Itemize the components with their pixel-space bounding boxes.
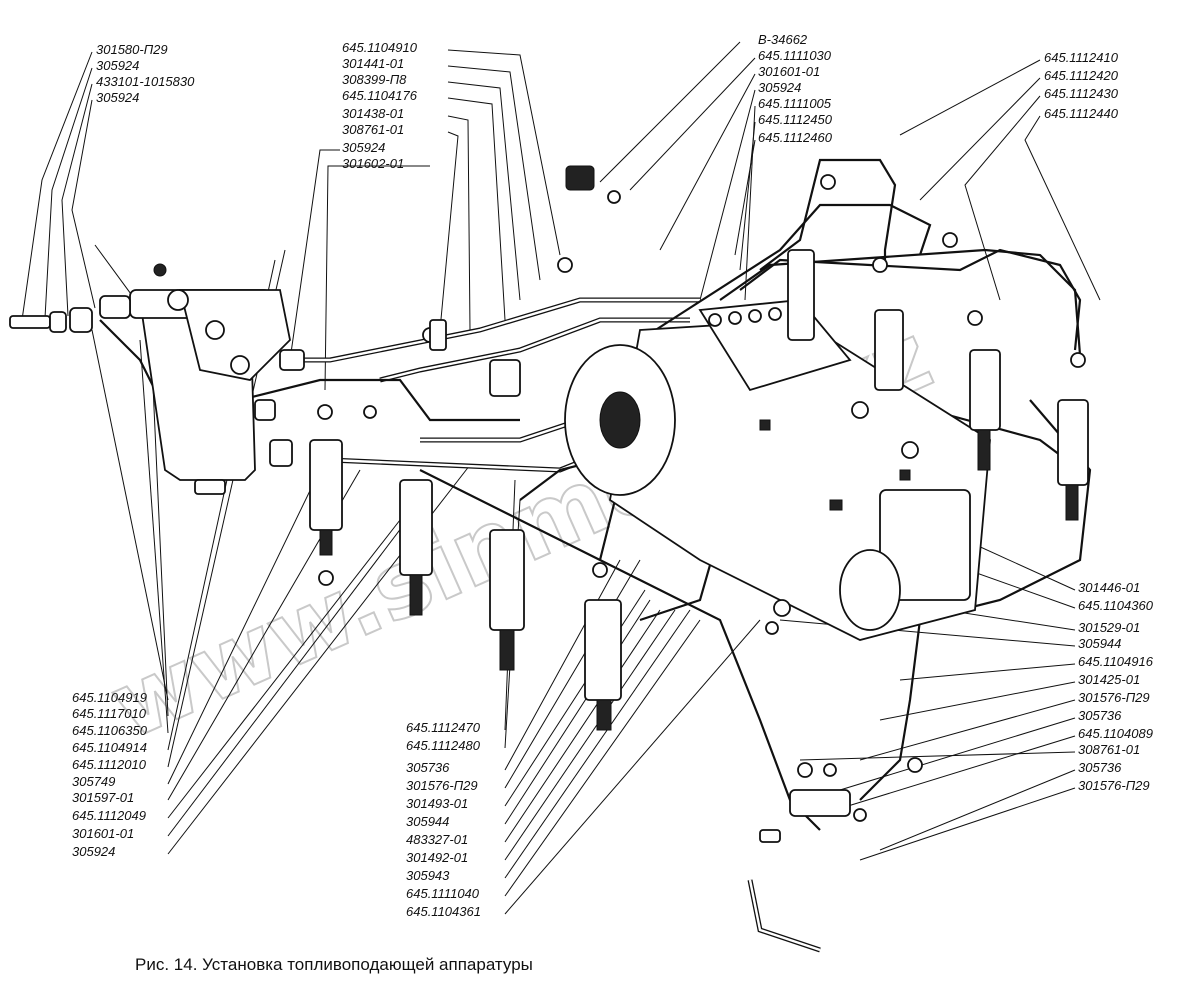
labels-top-left: 301580-П29 305924 433101-1015830 305924 bbox=[96, 42, 195, 105]
part-label: 645.1104361 bbox=[406, 904, 481, 919]
part-label: 301446-01 bbox=[1078, 580, 1140, 595]
part-label: 645.1117010 bbox=[72, 706, 147, 721]
part-label: 645.1112049 bbox=[72, 808, 146, 823]
part-label: 645.1112450 bbox=[758, 112, 833, 127]
part-label: 301441-01 bbox=[342, 56, 404, 71]
injection-pump bbox=[564, 299, 991, 641]
part-label: 305943 bbox=[406, 868, 450, 883]
part-label: 301580-П29 bbox=[96, 42, 168, 57]
labels-top-right: 645.1112410 645.1112420 645.1112430 645.… bbox=[1044, 50, 1119, 121]
part-label: 301492-01 bbox=[406, 850, 468, 865]
part-label: 433101-1015830 bbox=[96, 74, 195, 89]
part-label: 645.1104360 bbox=[1078, 598, 1154, 613]
part-label: 305736 bbox=[1078, 708, 1122, 723]
part-label: 645.1111040 bbox=[406, 886, 480, 901]
part-label: 305944 bbox=[1078, 636, 1121, 651]
part-label: 645.1104176 bbox=[342, 88, 418, 103]
part-label: 305924 bbox=[96, 90, 139, 105]
fittings bbox=[254, 165, 1086, 843]
labels-right: 301446-01 645.1104360 301529-01 305944 6… bbox=[1078, 580, 1154, 793]
part-label: 301601-01 bbox=[72, 826, 134, 841]
part-label: 645.1112440 bbox=[1044, 106, 1119, 121]
injector bbox=[399, 479, 433, 616]
part-label: 301597-01 bbox=[72, 790, 134, 805]
part-label: 308761-01 bbox=[1078, 742, 1140, 757]
part-label: 301602-01 bbox=[342, 156, 404, 171]
injector bbox=[1057, 399, 1089, 521]
part-label: 301493-01 bbox=[406, 796, 468, 811]
part-label: 305736 bbox=[1078, 760, 1122, 775]
banjo-bolts-left bbox=[9, 295, 131, 333]
part-label: 645.1112420 bbox=[1044, 68, 1119, 83]
part-label: В-34662 bbox=[758, 32, 808, 47]
part-label: 308399-П8 bbox=[342, 72, 407, 87]
labels-bottom-center: 645.1112470 645.1112480 305736 301576-П2… bbox=[406, 720, 481, 919]
injector bbox=[969, 349, 1001, 471]
injector bbox=[787, 249, 815, 341]
injector bbox=[489, 529, 525, 671]
injector bbox=[309, 439, 343, 586]
labels-bottom-left: 645.1104919 645.1117010 645.1106350 645.… bbox=[72, 690, 148, 859]
figure-caption: Рис. 14. Установка топливоподающей аппар… bbox=[135, 955, 533, 974]
part-label: 645.1104916 bbox=[1078, 654, 1154, 669]
part-label: 645.1112470 bbox=[406, 720, 481, 735]
part-label: 301438-01 bbox=[342, 106, 404, 121]
part-label: 645.1104914 bbox=[72, 740, 147, 755]
injector bbox=[584, 599, 622, 731]
part-label: 301576-П29 bbox=[1078, 690, 1150, 705]
injector bbox=[874, 309, 904, 391]
part-label: 645.1112460 bbox=[758, 130, 833, 145]
injectors bbox=[309, 249, 1089, 731]
part-label: 645.1112430 bbox=[1044, 86, 1119, 101]
part-label: 305924 bbox=[96, 58, 139, 73]
labels-top-middle: 645.1104910 301441-01 308399-П8 645.1104… bbox=[342, 40, 418, 171]
part-label: 645.1106350 bbox=[72, 723, 148, 738]
part-label: 645.1111005 bbox=[758, 96, 832, 111]
part-label: 645.1112480 bbox=[406, 738, 481, 753]
part-label: 301529-01 bbox=[1078, 620, 1140, 635]
part-label: 483327-01 bbox=[406, 832, 468, 847]
part-label: 301425-01 bbox=[1078, 672, 1140, 687]
part-label: 301576-П29 bbox=[406, 778, 478, 793]
part-label: 305736 bbox=[406, 760, 450, 775]
fuel-filter bbox=[129, 263, 291, 495]
part-label: 308761-01 bbox=[342, 122, 404, 137]
part-label: 645.1104910 bbox=[342, 40, 418, 55]
part-label: 305924 bbox=[758, 80, 801, 95]
part-label: 645.1112410 bbox=[1044, 50, 1119, 65]
part-label: 645.1112010 bbox=[72, 757, 147, 772]
part-label: 645.1104089 bbox=[1078, 726, 1153, 741]
part-label: 305924 bbox=[342, 140, 385, 155]
labels-top-center: В-34662 645.1111030 301601-01 305924 645… bbox=[758, 32, 833, 145]
part-label: 305944 bbox=[406, 814, 449, 829]
part-label: 305749 bbox=[72, 774, 115, 789]
part-label: 301601-01 bbox=[758, 64, 820, 79]
part-label: 305924 bbox=[72, 844, 115, 859]
part-label: 645.1104919 bbox=[72, 690, 147, 705]
part-label: 301576-П29 bbox=[1078, 778, 1150, 793]
part-label: 645.1111030 bbox=[758, 48, 832, 63]
